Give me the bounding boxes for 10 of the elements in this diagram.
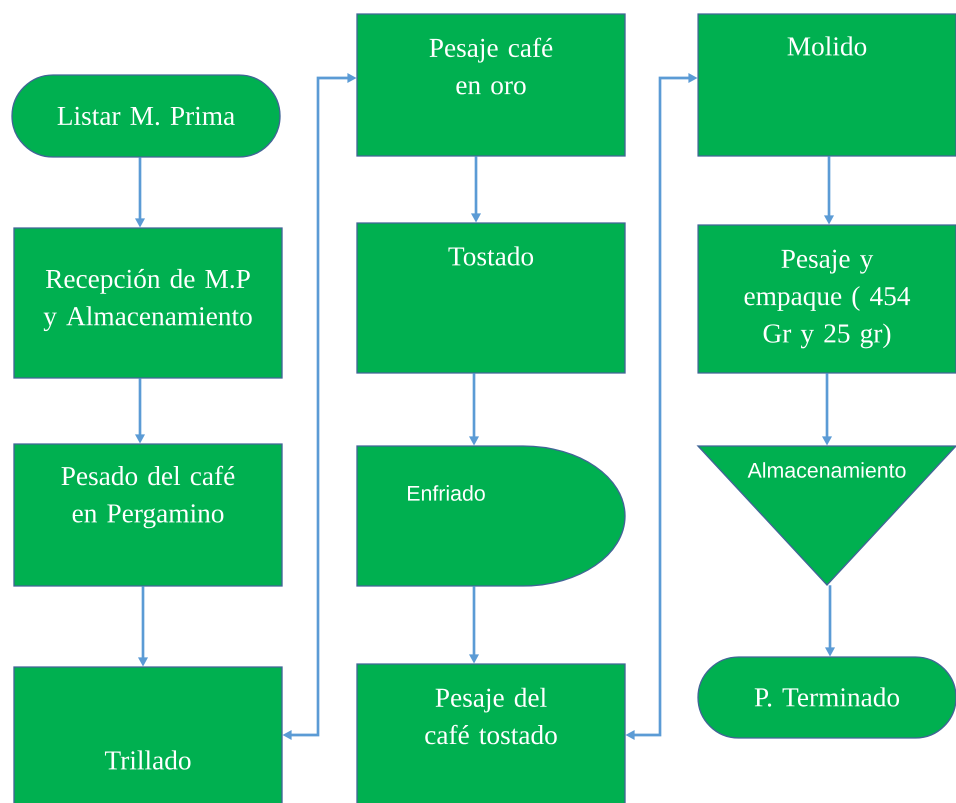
process-box: Trillado (13, 666, 283, 803)
process-box: Pesaje del café tostado (356, 663, 626, 803)
process-box: Recepción de M.P y Almacenamiento (13, 227, 283, 379)
process-box: Pesaje café en oro (356, 13, 626, 157)
process-box: Pesado del café en Pergamino (13, 443, 283, 587)
process-box: Molido (697, 13, 956, 157)
process-box: Pesaje y empaque ( 454 Gr y 25 gr) (697, 224, 956, 374)
terminal-box: Listar M. Prima (11, 74, 281, 158)
process-box: Tostado (356, 222, 626, 374)
terminal-box: P. Terminado (697, 656, 956, 739)
